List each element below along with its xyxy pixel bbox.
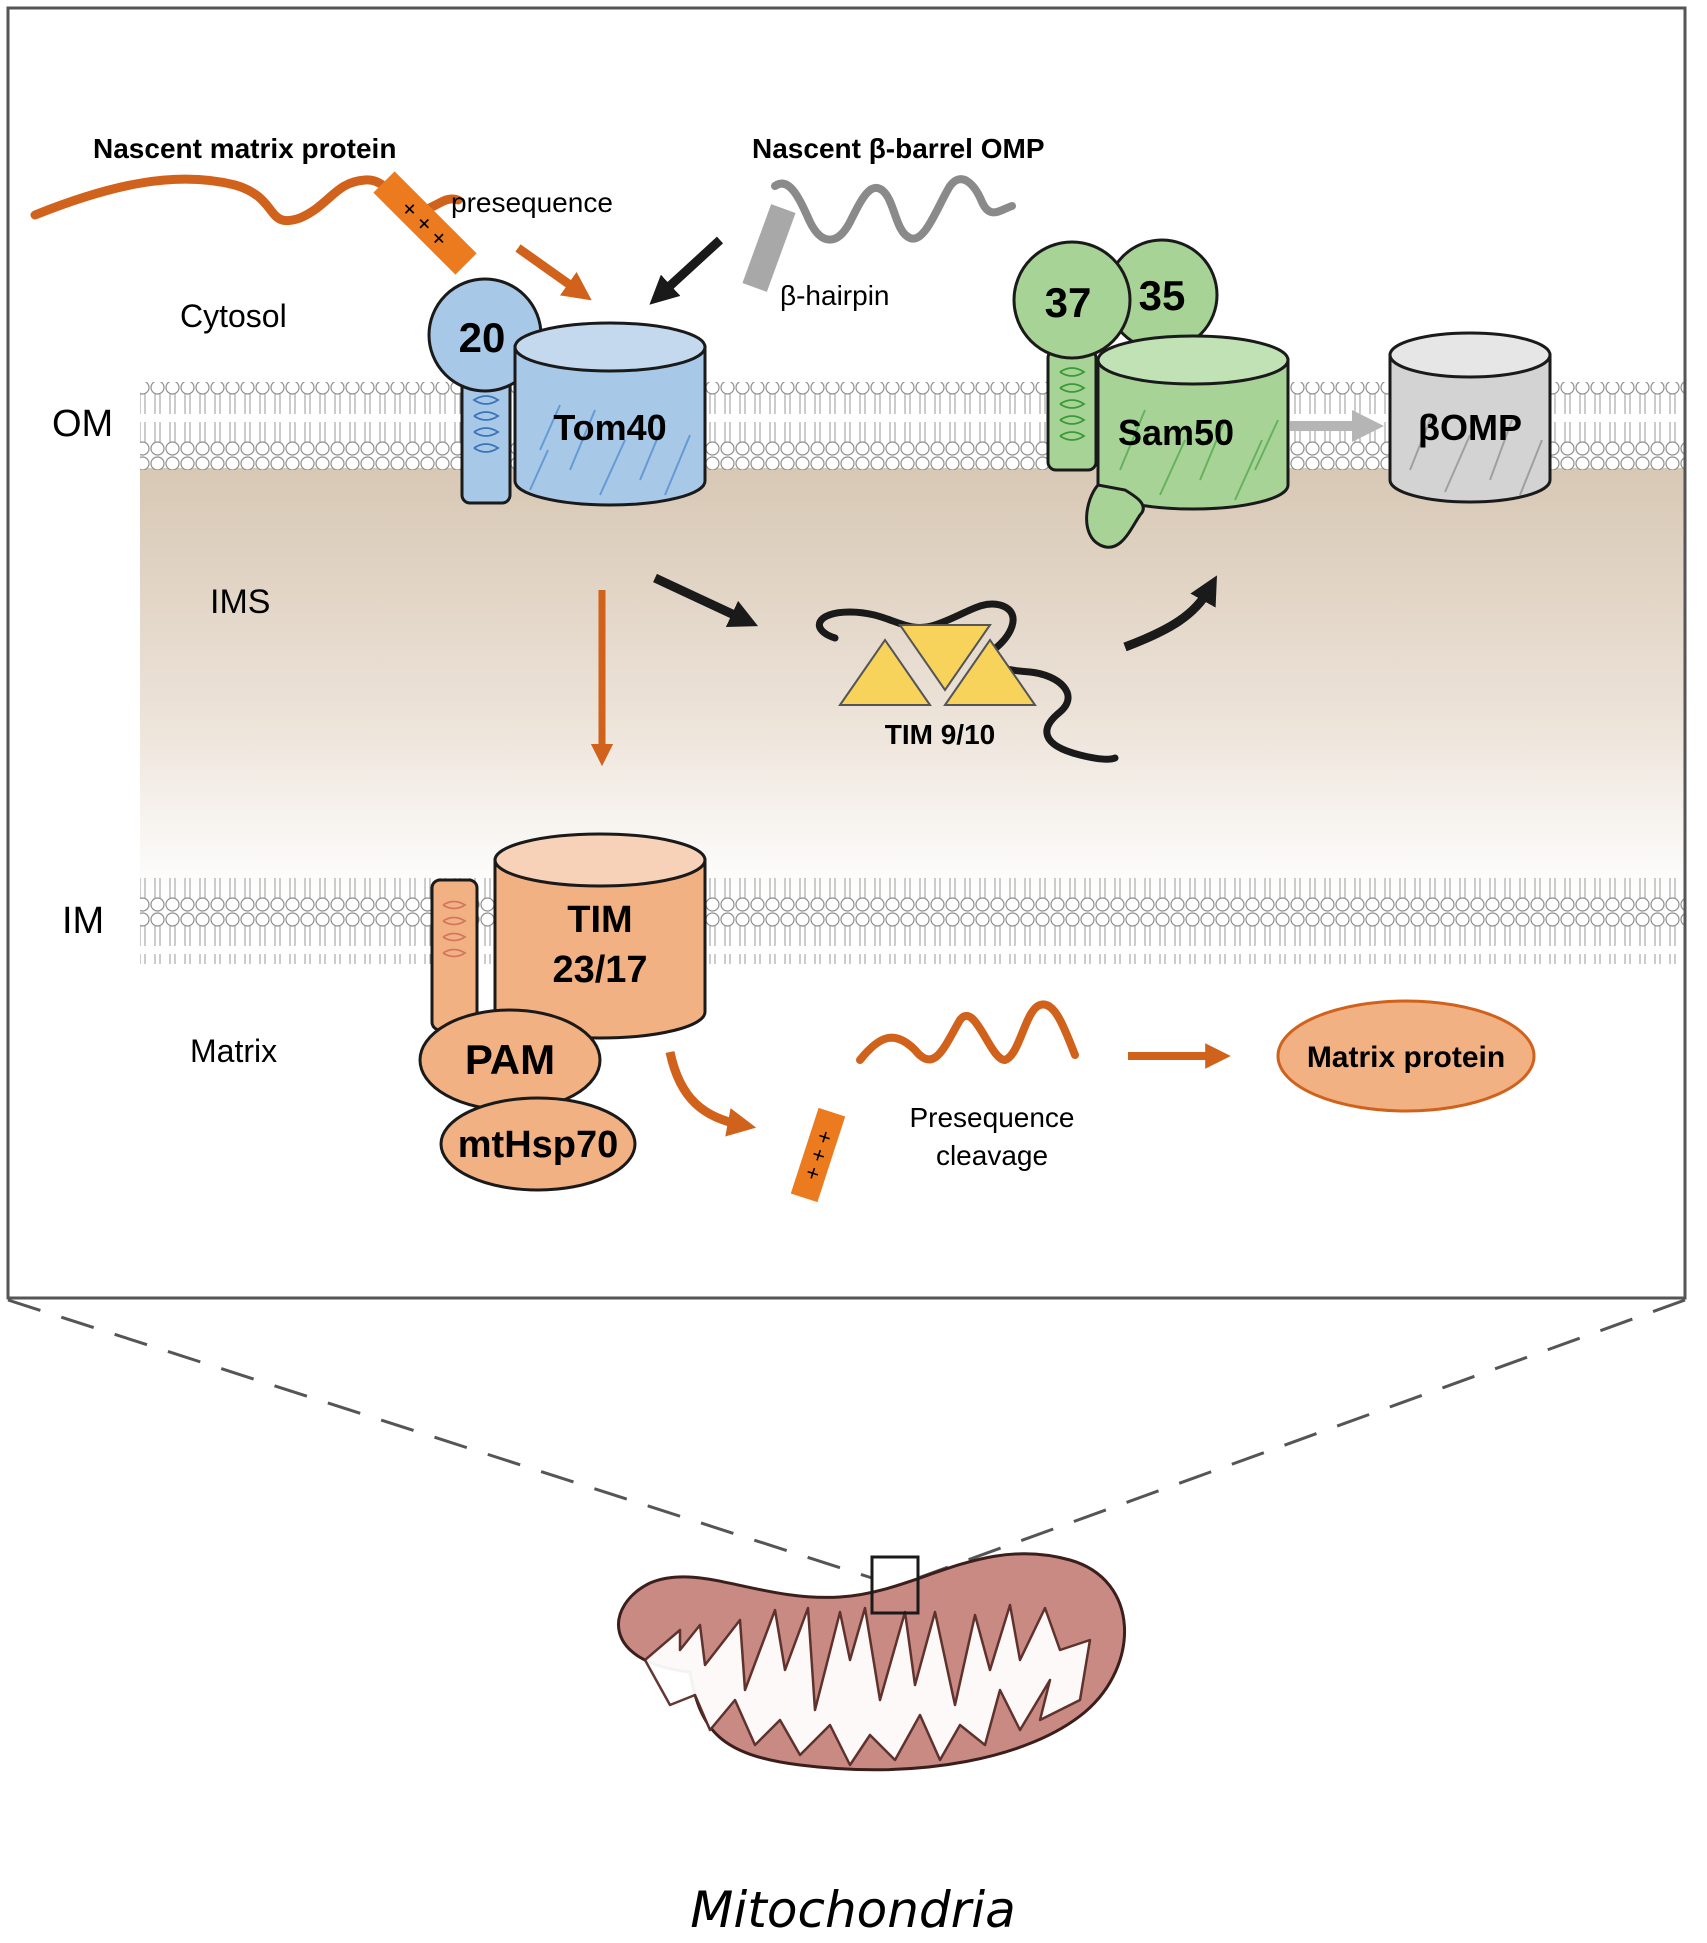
matrix-label: Matrix: [190, 1033, 277, 1069]
tim17-helix: [442, 900, 467, 958]
pam-label: PAM: [465, 1036, 555, 1083]
tom-to-tim910-arrow: [653, 573, 759, 627]
tim910-subunit-2: [898, 624, 992, 692]
tim23-label-line1: TIM: [567, 899, 632, 941]
tim23-label-line2: 23/17: [552, 949, 647, 991]
sam35-label: 35: [1139, 272, 1186, 319]
sam50-label: Sam50: [1118, 412, 1234, 453]
mature-protein-chain: [856, 1000, 1079, 1065]
tim910-chaperone: TIM 9/10: [815, 600, 1119, 763]
presequence-cleavage-label-line2: cleavage: [936, 1140, 1048, 1171]
sam37-head: [1012, 240, 1132, 360]
sam37-helix: [1059, 367, 1086, 441]
presequence-cleavage-label-line1: Presequence: [909, 1102, 1074, 1133]
nascent-omp-chain: [771, 175, 1016, 244]
tim23-barrel-top: [493, 832, 707, 888]
beta-omp-barrel: [1388, 353, 1552, 504]
tim910-subunit-1: [838, 638, 932, 706]
om-label: OM: [52, 403, 113, 445]
sam50-barrel-top: [1096, 334, 1290, 386]
presequence-to-tom-arrow: [515, 244, 592, 301]
sam50-potra-domain: [1085, 483, 1145, 549]
mthsp70: [439, 1096, 637, 1192]
tim910-to-sam-arrow: [1123, 575, 1217, 652]
tim910-label: TIM 9/10: [885, 719, 995, 750]
sam50-stripes: [1119, 409, 1279, 501]
inner-membrane: [140, 876, 1685, 964]
zoom-lines: [7, 1298, 1686, 1580]
beta-hairpin-segment: [742, 204, 796, 292]
tom40-label: Tom40: [553, 407, 666, 448]
presequence-label: presequence: [451, 187, 613, 218]
tom20-helix: [472, 395, 500, 453]
tim17-stalk: [430, 878, 479, 1032]
sam37-label: 37: [1045, 279, 1092, 326]
nascent-omp-label: Nascent β-barrel OMP: [752, 133, 1045, 164]
inset-frame: [6, 6, 1687, 1300]
tim910-subunit-3: [943, 638, 1037, 706]
beta-omp: βOMP: [1388, 331, 1552, 504]
nascent-matrix-label: Nascent matrix protein: [93, 133, 396, 164]
mitochondrion: [617, 1552, 1126, 1772]
pam-to-cleavage-arrow: [665, 1051, 757, 1137]
beta-hairpin-label: β-hairpin: [780, 280, 889, 311]
tom40-barrel: [513, 345, 707, 507]
mthsp70-label: mtHsp70: [458, 1124, 619, 1166]
beta-omp-stripes: [1409, 414, 1543, 496]
organelle-label: Mitochondria: [690, 1881, 1016, 1939]
tim23-complex: TIM 23/17 PAM mtHsp70: [418, 832, 707, 1192]
mitochondrion-zoom-box: [870, 1555, 920, 1615]
sam-complex: 35 37 Sam50: [1012, 238, 1290, 549]
cytosol-label: Cytosol: [180, 298, 287, 334]
omp-to-tom-arrow: [649, 236, 724, 305]
mitochondrion-cristae: [643, 1603, 1092, 1767]
beta-omp-label: βOMP: [1418, 407, 1522, 448]
tom-complex: 20 Tom40: [427, 277, 707, 507]
beta-omp-barrel-top: [1388, 331, 1552, 379]
matrix-protein: [1276, 999, 1536, 1113]
tom40-barrel-top: [513, 321, 707, 373]
cleaved-presequence: + + +: [790, 1107, 846, 1203]
matrix-protein-label: Matrix protein: [1307, 1041, 1505, 1074]
im-label: IM: [62, 900, 104, 942]
ims-label: IMS: [210, 583, 270, 621]
tom40-stripes: [529, 404, 691, 496]
tom20-label: 20: [459, 314, 506, 361]
